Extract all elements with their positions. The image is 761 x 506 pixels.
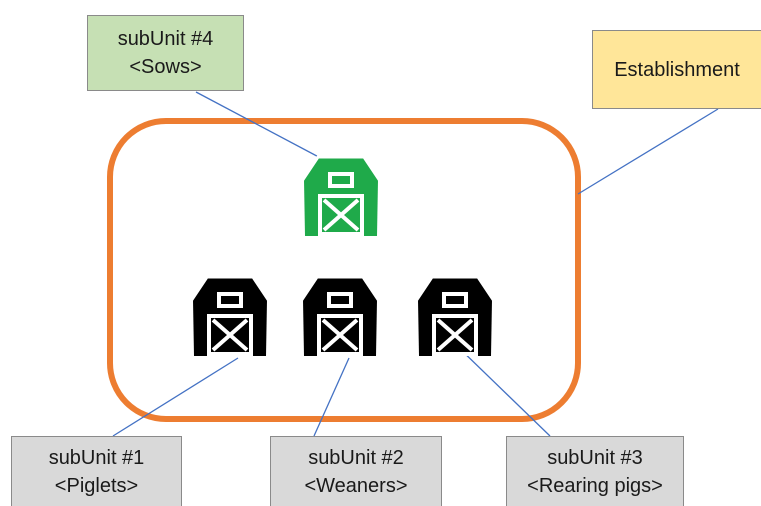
- piglets-barn-icon: [189, 275, 271, 358]
- rearing-pigs-barn-icon: [414, 275, 496, 358]
- connector-subunit-4: [195, 91, 331, 164]
- subunit-3-type: <Rearing pigs>: [527, 474, 663, 497]
- connector-establishment: [577, 108, 719, 195]
- establishment-label: Establishment: [614, 58, 740, 81]
- establishment-boundary: [107, 118, 581, 422]
- subunit-4-type: <Sows>: [129, 56, 202, 78]
- subunit-1-title: subUnit #1: [48, 446, 145, 469]
- weaners-barn-icon: [299, 275, 381, 358]
- subunit-1-box: subUnit #1 <Piglets>: [11, 436, 182, 506]
- subunit-4-box: subUnit #4 <Sows>: [87, 15, 244, 91]
- connector-subunit-1: [112, 357, 239, 437]
- subunit-3-title: subUnit #3: [547, 446, 643, 469]
- sows-barn-icon: [300, 155, 382, 238]
- subunit-3-box: subUnit #3 <Rearing pigs>: [506, 436, 684, 506]
- connector-subunit-2: [313, 357, 350, 437]
- connector-subunit-3: [454, 343, 551, 437]
- establishment-box: Establishment: [592, 30, 761, 109]
- subunit-2-type: <Weaners>: [304, 474, 408, 497]
- subunit-1-type: <Piglets>: [54, 474, 139, 497]
- subunit-4-title: subUnit #4: [117, 28, 214, 50]
- subunit-2-box: subUnit #2 <Weaners>: [270, 436, 442, 506]
- subunit-2-title: subUnit #2: [308, 446, 404, 469]
